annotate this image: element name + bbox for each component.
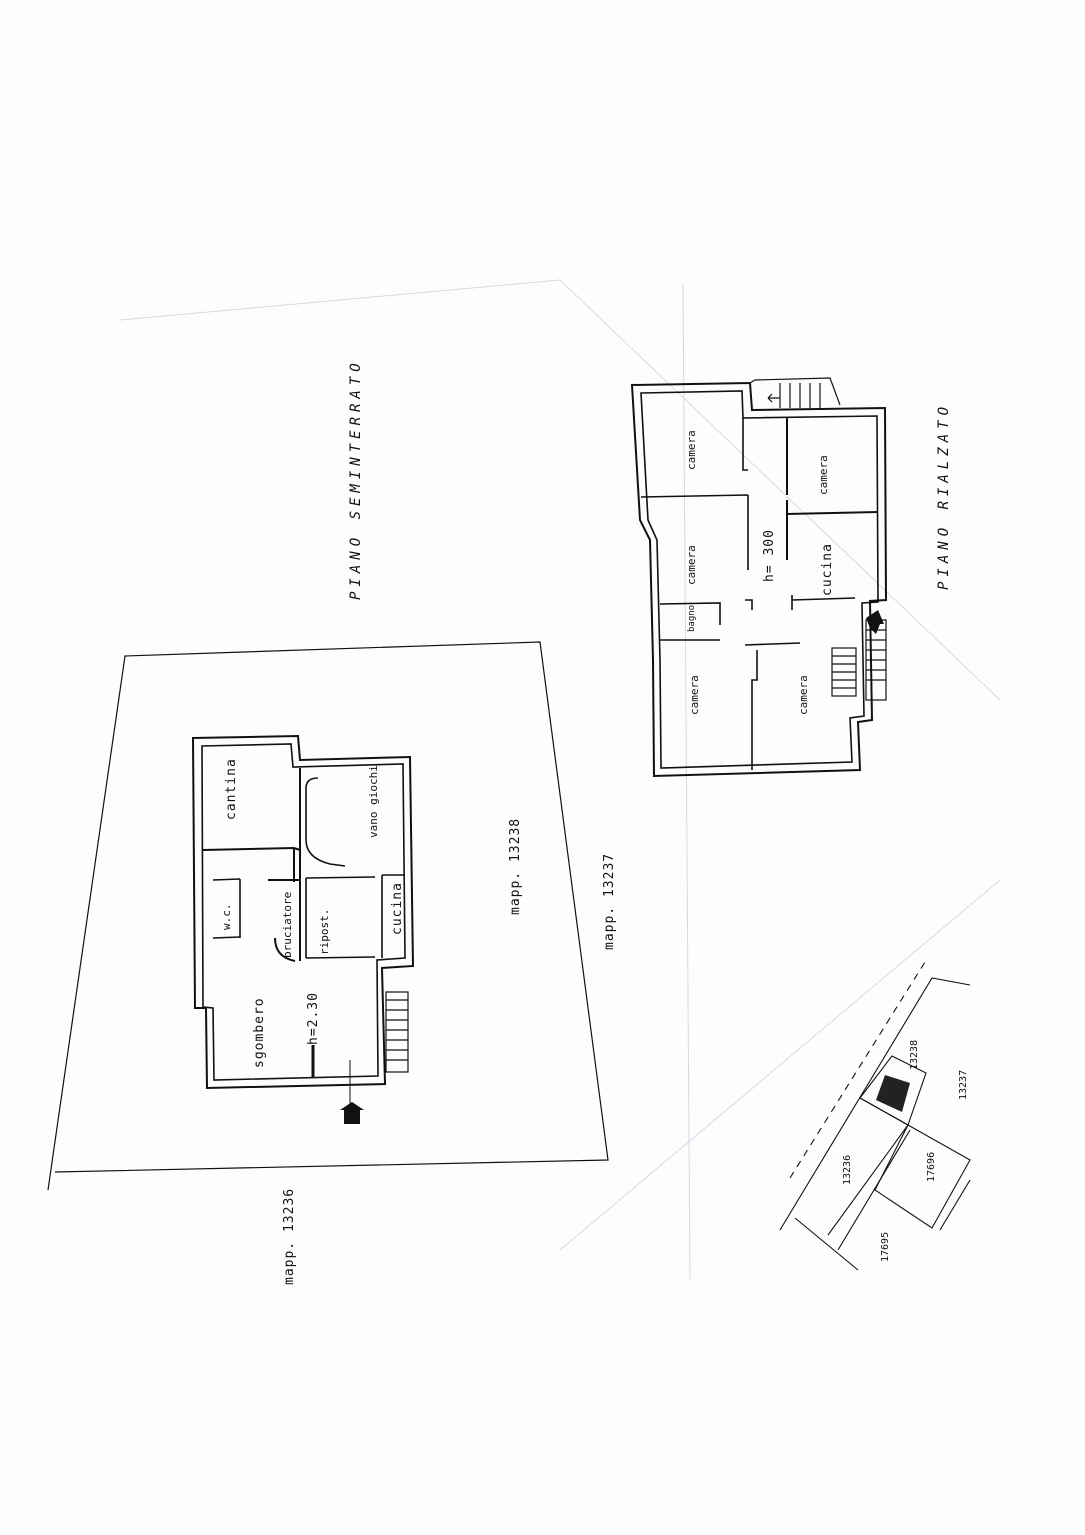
- site-parcel-13236: 13236: [842, 1154, 853, 1185]
- entrance-arrow-icon: [340, 1102, 364, 1124]
- basement-height-label: h=2.30: [306, 992, 321, 1045]
- room-label-wc: w.c.: [220, 903, 233, 931]
- paper-fold-lines: [119, 279, 1001, 1281]
- parcel-label-13236: mapp. 13236: [282, 1187, 297, 1285]
- parcel-label-13237: mapp. 13237: [602, 852, 617, 950]
- room-label-camera-2: camera: [685, 545, 698, 585]
- site-map: [779, 961, 971, 1271]
- ground-height-label: h= 300: [762, 529, 777, 582]
- room-label-cantina: cantina: [224, 758, 239, 820]
- room-label-bagno: bagno: [687, 604, 697, 632]
- basement-walls: [191, 734, 415, 1105]
- basement-plan-title: PIANO SEMINTERRATO: [348, 358, 364, 600]
- site-building-icon: [876, 1075, 910, 1112]
- room-label-ripost: ripost.: [318, 908, 331, 955]
- ground-floor-walls: [630, 377, 888, 778]
- room-label-cucina-ground: cucina: [820, 543, 835, 596]
- site-parcel-17695: 17695: [880, 1231, 891, 1262]
- parcel-label-13238: mapp. 13238: [508, 817, 523, 915]
- site-parcel-13237: 13237: [958, 1069, 969, 1100]
- room-label-cucina-basement: cucina: [390, 882, 405, 935]
- room-label-camera-1: camera: [685, 430, 698, 470]
- room-label-sgombero: sgombero: [252, 997, 267, 1068]
- ground-entrance-arrow-icon: [866, 610, 884, 634]
- site-parcel-13238: 13238: [909, 1039, 920, 1070]
- room-label-camera-3: camera: [817, 455, 830, 495]
- ground-plan-title: PIANO RIALZATO: [936, 401, 952, 590]
- site-parcel-17696: 17696: [926, 1151, 937, 1182]
- room-label-bruciatore: bruciatore: [281, 891, 294, 958]
- room-label-vano-giochi: vano giochi: [367, 765, 380, 838]
- basement-plot-boundary: [47, 641, 609, 1191]
- room-label-camera-4: camera: [688, 675, 701, 715]
- room-label-camera-5: camera: [797, 675, 810, 715]
